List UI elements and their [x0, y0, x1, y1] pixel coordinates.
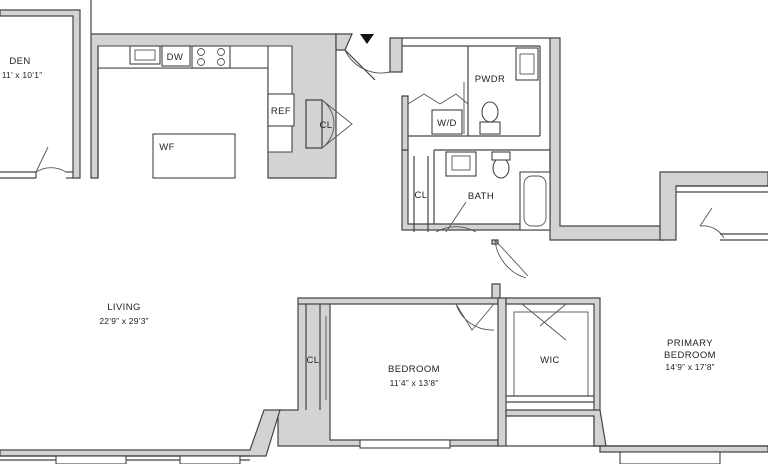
wine-fridge-label: WF [159, 142, 175, 153]
washer-dryer [431, 109, 463, 135]
primary-bedroom-label-1: PRIMARY [667, 338, 713, 349]
bedroom-closet-label: CL [307, 355, 320, 366]
primary-bedroom-dimensions: 14’9” x 17’8” [665, 362, 714, 372]
bedroom-label: BEDROOM [388, 364, 440, 375]
wic-label: WIC [540, 355, 560, 366]
washer-dryer-label: W/D [437, 118, 457, 129]
bath-label: BATH [468, 191, 494, 202]
den-dimensions: 11’ x 10’1” [2, 70, 42, 80]
dishwasher [161, 45, 191, 67]
hall-closet-label: CL [415, 190, 428, 201]
living-label: LIVING [107, 302, 141, 313]
kitchen-island [152, 133, 236, 179]
entry-closet [305, 99, 353, 149]
bath-block-walls [401, 37, 666, 241]
refrigerator-label: REF [271, 106, 291, 117]
wic-walls [505, 297, 601, 447]
bedroom-dimensions: 11’4” x 13’8” [390, 378, 439, 388]
primary-bedroom-label-2: BEDROOM [664, 350, 716, 361]
powder-room-label: PWDR [475, 74, 506, 85]
refrigerator [267, 93, 295, 127]
entry-closet-label: CL [320, 120, 333, 131]
living-dimensions: 22’9” x 29’3” [99, 316, 148, 326]
bedroom-walls [277, 297, 507, 449]
entry-door [335, 33, 403, 81]
stove [191, 45, 231, 69]
bath-door [491, 239, 529, 301]
primary-corridor [659, 171, 768, 241]
kitchen-walls [90, 0, 337, 179]
dishwasher-label: DW [167, 52, 184, 63]
den-walls [0, 9, 81, 179]
exterior-wall-bottom [0, 409, 768, 464]
den-label: DEN [9, 56, 30, 67]
